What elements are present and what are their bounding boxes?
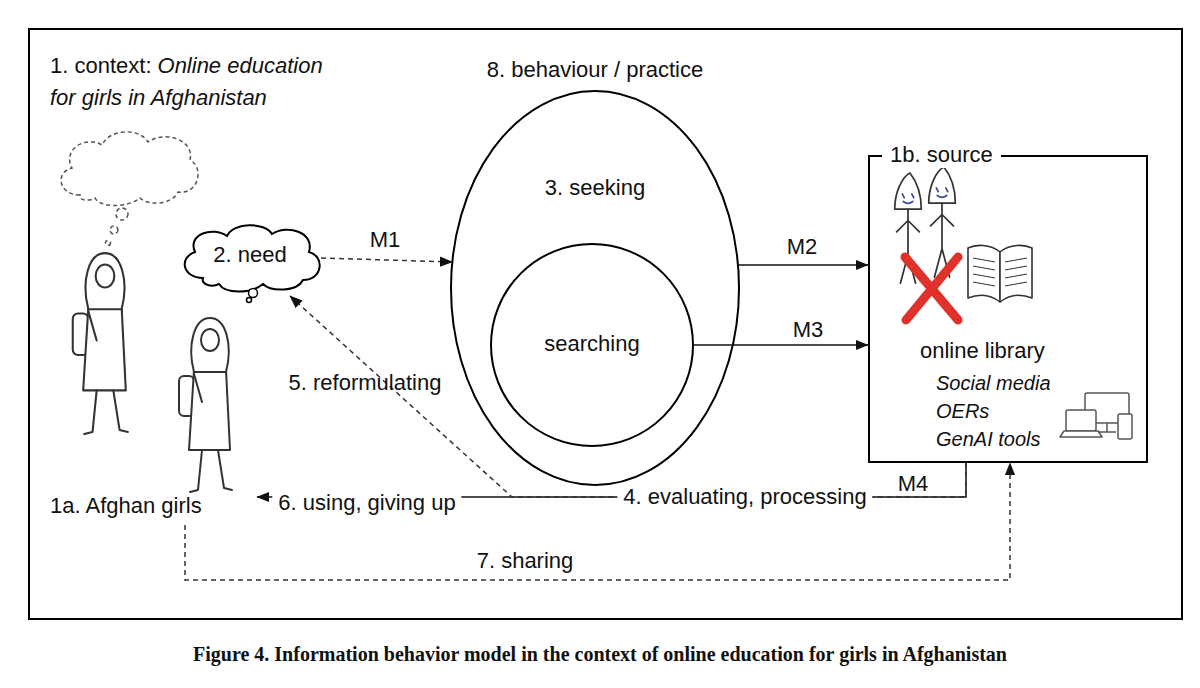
strap (194, 374, 202, 402)
dashed-connector (321, 258, 452, 262)
teacher-figure (895, 173, 922, 283)
searching-circle: searching (490, 243, 694, 447)
edge-label: M3 (787, 317, 830, 343)
cloud-bubble (247, 298, 252, 303)
node-heading: 1a. Afghan girls (50, 493, 202, 519)
girls-group: 1a. Afghan girls (45, 235, 257, 525)
thought-cloud-outline (61, 132, 198, 206)
node-heading: 1b. source (882, 142, 1001, 168)
phone (1118, 414, 1132, 439)
node-heading: 8. behaviour / practice (440, 57, 750, 83)
free-label: M4 (892, 471, 935, 497)
dress (189, 370, 230, 450)
monitor-stand (1098, 423, 1116, 432)
stick-body (897, 209, 920, 283)
face-marks (902, 194, 913, 204)
backpack (73, 313, 89, 355)
ellipse-outline (451, 91, 739, 485)
hijab (86, 253, 125, 309)
hood (895, 173, 922, 209)
text-flow: 1. context:Online education for girls in… (50, 50, 350, 114)
node-heading: 2. need (175, 242, 325, 268)
hood (929, 167, 956, 203)
laptop-base (1060, 431, 1102, 437)
edge-label: 4. evaluating, processing (617, 484, 872, 510)
need-cloud: 2. need (175, 222, 325, 302)
backpack (179, 376, 194, 416)
dress (83, 307, 126, 390)
book-page (1000, 245, 1032, 302)
node-heading: searching (490, 331, 694, 357)
node-text: GenAI tools (936, 426, 1041, 452)
edge-label: 5. reformulating (283, 370, 448, 396)
thought-bubble (106, 241, 111, 246)
face (201, 329, 219, 351)
girl-figure (73, 253, 128, 434)
practice-ellipse: 8. behaviour / practice 3. seeking searchi… (440, 55, 750, 487)
connector-arrow (694, 344, 868, 346)
edge-label: 7. sharing (471, 548, 580, 574)
legs (84, 390, 128, 434)
figure-caption: Figure 4. Information behavior model in … (0, 641, 1200, 667)
circle-outline (491, 244, 693, 446)
source-box: 1b. sourceonline librarySocial mediaOERs… (868, 155, 1148, 463)
stick-body (931, 203, 954, 277)
open-book (968, 245, 1032, 302)
cross-mark (905, 257, 958, 320)
dashed-connector (185, 463, 1010, 580)
context-frame: 1. context:Online education for girls in… (28, 28, 1183, 620)
node-heading: 1. context: (50, 53, 152, 78)
thought-bubble (116, 208, 128, 220)
node-text: 3. seeking (440, 175, 750, 201)
thought-bubble (110, 226, 118, 234)
monitor (1085, 393, 1129, 423)
free-label: 6. using, giving up (272, 490, 461, 516)
teacher-figure (929, 167, 956, 277)
book-lines (973, 258, 1027, 286)
connector-arrow (738, 264, 868, 266)
book-page (968, 245, 1000, 302)
dashed-connector (290, 296, 966, 497)
strap (88, 311, 96, 340)
face (96, 265, 115, 288)
edge-label: M1 (364, 227, 407, 253)
edge-label: M2 (781, 234, 824, 260)
face-marks (936, 188, 947, 198)
practice-ellipse-outline (440, 55, 750, 487)
girl-figure (179, 318, 232, 492)
legs (190, 450, 232, 492)
devices-icon (1060, 393, 1132, 439)
laptop-screen (1066, 410, 1096, 431)
hijab (191, 318, 228, 372)
thought-cloud (61, 132, 198, 246)
node-text: Social media (936, 370, 1051, 396)
node-text: online library (920, 338, 1045, 364)
cloud-bubble (249, 289, 258, 298)
node-text: OERs (936, 398, 989, 424)
